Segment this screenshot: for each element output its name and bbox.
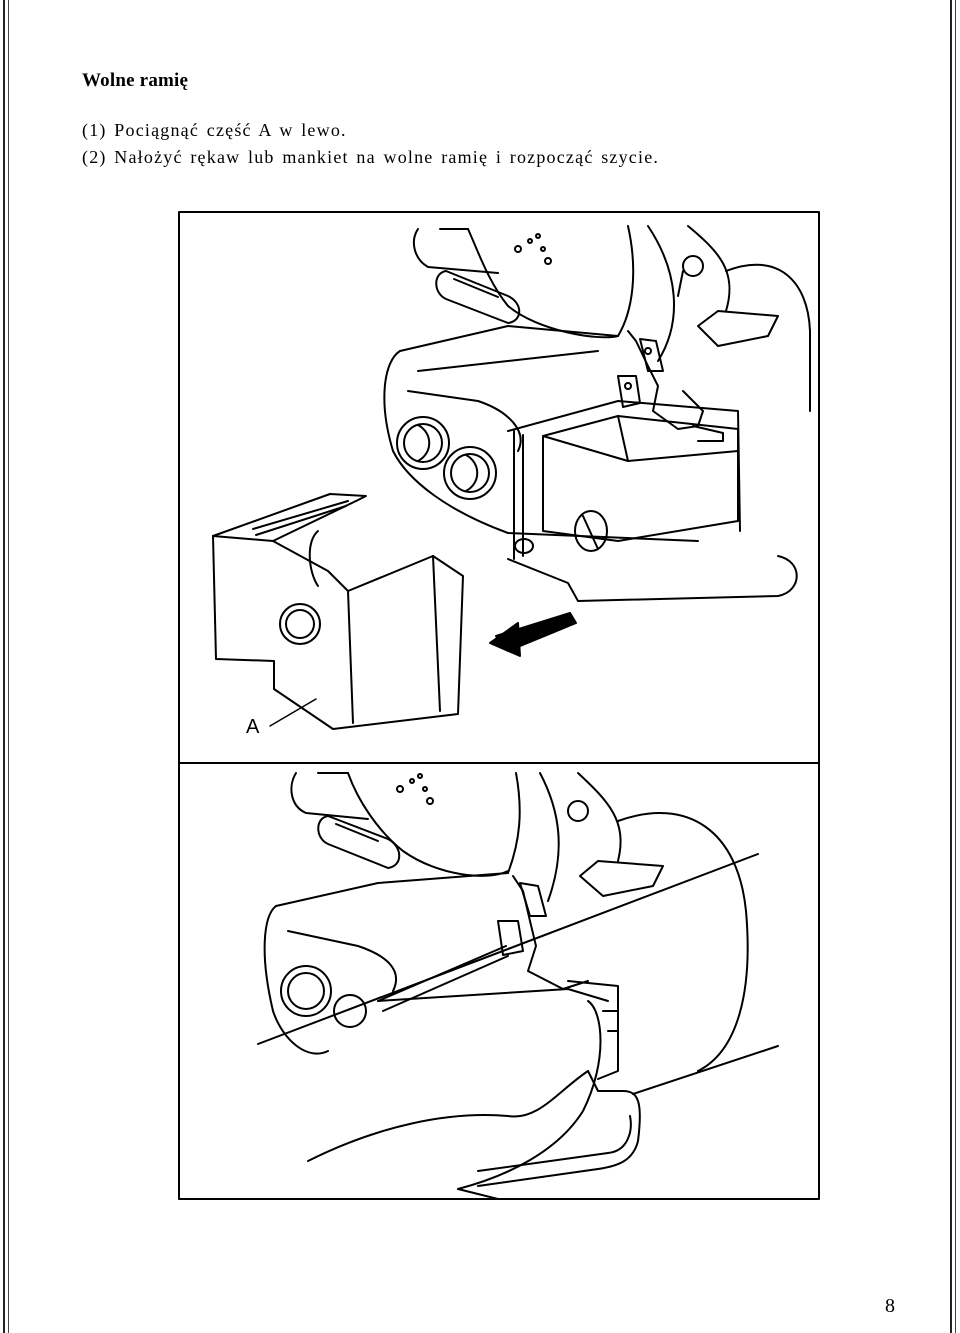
illustration-figure: A: [178, 211, 820, 1201]
illustration-svg: A: [178, 211, 820, 1200]
part-a-label: A: [246, 698, 317, 738]
left-border-line-inner: [8, 0, 9, 1333]
right-border-line: [950, 0, 952, 1333]
left-border-line: [3, 0, 5, 1333]
instruction-step-1: (1) Pociągnąć część A w lewo.: [82, 120, 347, 140]
right-border-line-inner: [955, 0, 956, 1333]
part-a-letter: A: [246, 716, 260, 738]
overlock-machine-free-arm: [257, 772, 779, 1095]
pull-direction-arrow: [489, 612, 577, 657]
sleeve-fabric: [307, 988, 619, 1200]
bottom-panel-frame: [178, 762, 820, 1200]
overlock-machine-top: [383, 225, 811, 602]
free-arm-base: [477, 1070, 641, 1187]
instruction-step-2: (2) Nałożyć rękaw lub mankiet na wolne r…: [82, 147, 660, 167]
part-a-cover: [212, 493, 464, 730]
section-title: Wolne ramię: [82, 70, 189, 91]
page-number: 8: [885, 1295, 895, 1317]
